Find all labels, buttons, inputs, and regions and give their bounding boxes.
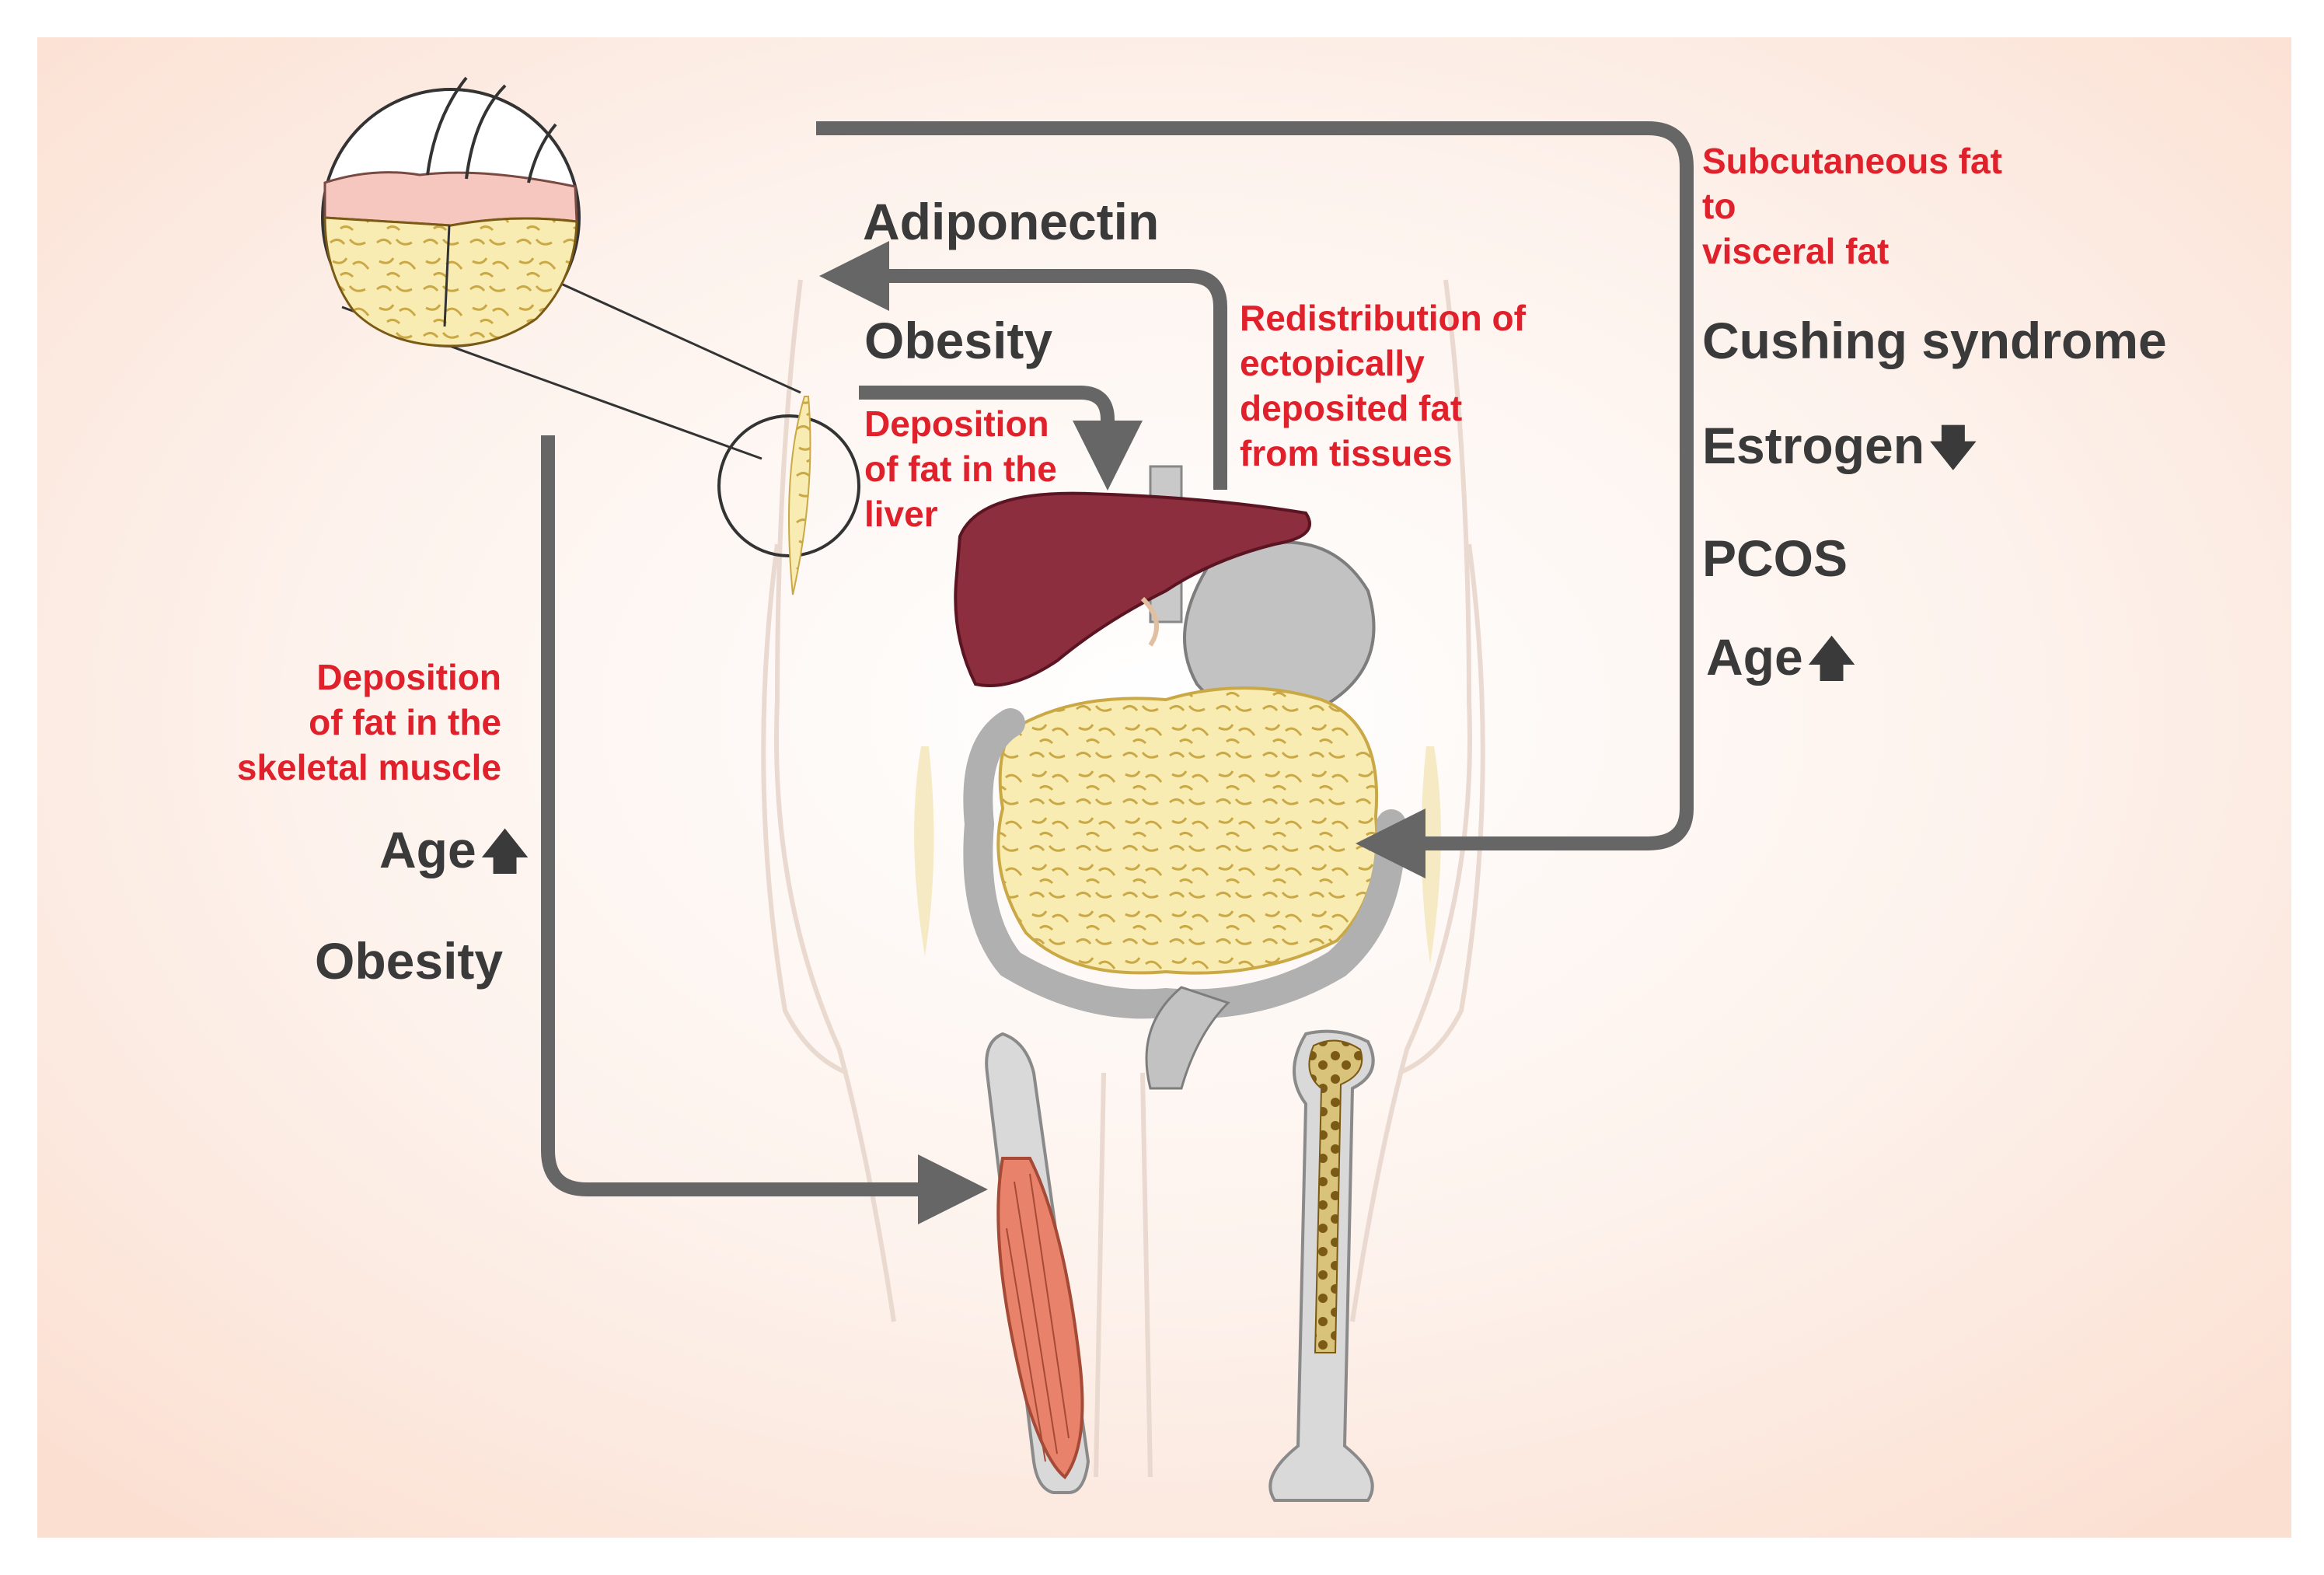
label-adiponectin: Adiponectin [863,193,1160,250]
subcutaneous-fat-left-thigh [914,746,934,956]
skin-cross-section-icon [321,76,860,595]
estrogen-text: Estrogen [1702,417,1925,474]
label-obesity-left: Obesity [315,932,504,990]
label-redistribution: Redistribution of ectopically deposited … [1240,298,1526,473]
label-obesity-liver: Obesity [864,312,1053,369]
label-deposition-muscle: Deposition of fat in the skeletal muscle [236,657,501,788]
gallbladder-duct [1140,596,1159,647]
label-deposition-liver: Deposition of fat in the liver [864,403,1057,534]
colon-icon [963,708,1406,1019]
visceral-fat-intestine-icon [996,686,1379,975]
arrow-redistribution-to-adiponectin [819,241,1227,490]
arrow-subcutaneous-to-visceral [816,121,1694,878]
arrow-up-icon: 🡅 [1807,633,1856,685]
arrow-obesity-to-liver [859,386,1143,491]
label-estrogen: Estrogen🡇 [1702,420,1977,471]
label-cushing-syndrome: Cushing syndrome [1702,312,2167,369]
label-pcos: PCOS [1702,529,1848,587]
skeletal-muscle-icon [985,1032,1090,1494]
label-age-left: Age🡅 [379,824,529,875]
femur-bone-icon [1268,1029,1375,1502]
connector-arrows [541,121,1694,1224]
arrow-up-icon: 🡅 [480,826,529,878]
liver-icon [954,491,1311,687]
subcutaneous-fat-right-thigh [1421,746,1441,964]
label-subcutaneous-to-visceral: Subcutaneous fat to visceral fat [1702,141,2002,271]
arrow-down-icon: 🡇 [1929,421,1977,473]
arrow-to-skeletal-muscle [541,435,988,1224]
rectum-icon [1145,986,1230,1090]
age-right-text: Age [1706,628,1803,686]
label-age-right: Age🡅 [1706,631,1855,683]
age-left-text: Age [379,821,476,878]
